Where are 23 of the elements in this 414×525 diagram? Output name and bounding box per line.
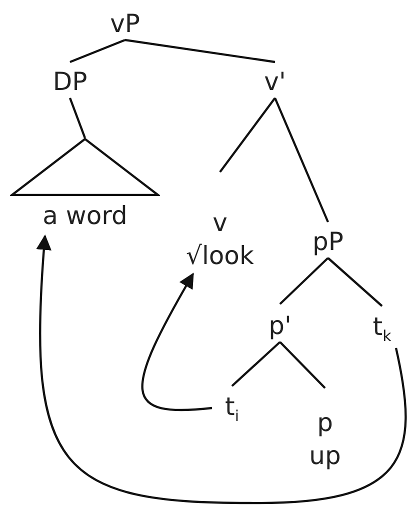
tree-branch [279, 257, 329, 305]
tree-label: p [317, 407, 333, 439]
tree-label: up [309, 440, 341, 472]
movement-arrow [141, 272, 212, 411]
tree-label: √look [186, 240, 254, 272]
tree-branch [219, 97, 276, 173]
tree-label: DP [52, 66, 88, 98]
tree-label: t$_{k}$ [372, 310, 392, 346]
tree-branch [70, 38, 126, 64]
tree-label: pP [312, 226, 344, 258]
tree-branch [124, 38, 276, 64]
tree-branch [274, 98, 330, 222]
tree-label: v' [264, 66, 286, 98]
tree-label: vP [110, 8, 140, 40]
tree-branch [68, 98, 86, 138]
movement-arrow [36, 234, 407, 504]
tree-label: v [212, 207, 228, 239]
tree-branch [279, 341, 326, 389]
tree-label: t$_{i}$ [225, 390, 239, 426]
tree-label: p' [268, 310, 292, 342]
tree-label: a word [42, 200, 128, 232]
tree-branch [327, 257, 383, 307]
tree-branch [231, 341, 281, 387]
